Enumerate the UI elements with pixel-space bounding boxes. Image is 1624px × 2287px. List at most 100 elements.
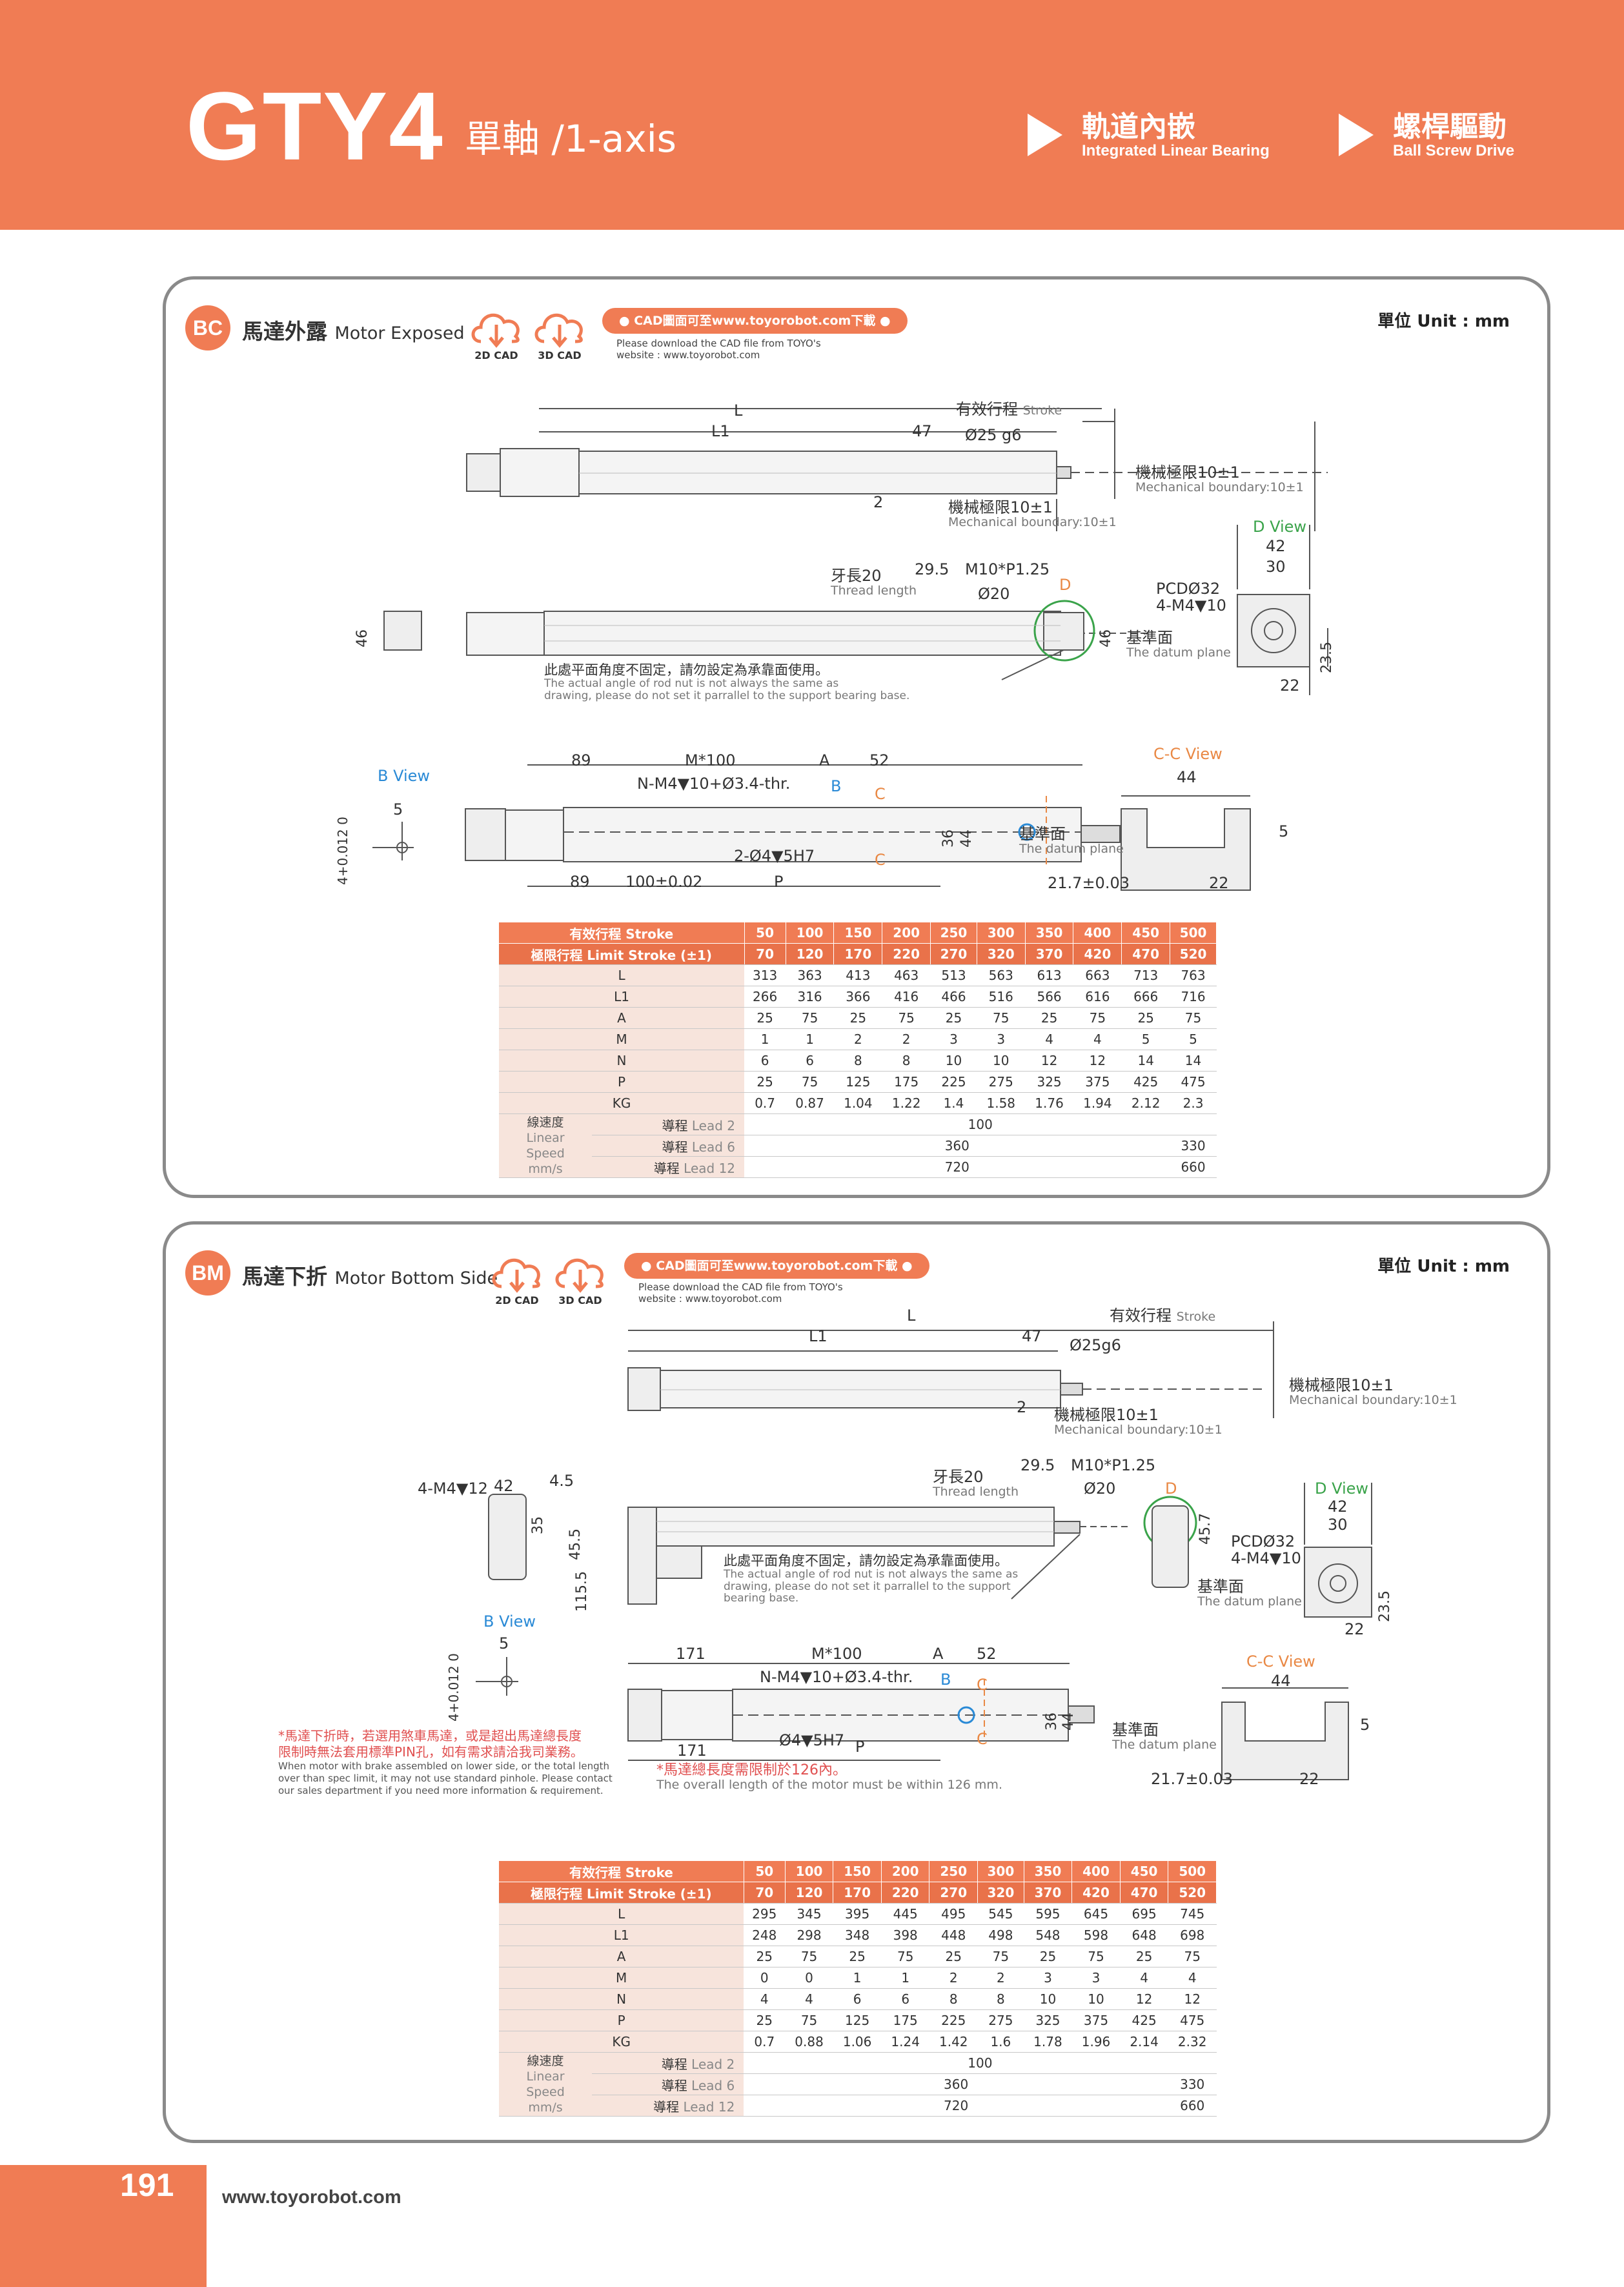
title-zh: 馬達外露 (242, 319, 327, 344)
stroke-cell: 100 (785, 1861, 834, 1882)
table-cell: 175 (881, 2009, 929, 2031)
dim-30: 30 (1266, 558, 1286, 576)
feature-en: Integrated Linear Bearing (1082, 142, 1270, 159)
table-cell: 12 (1025, 1050, 1073, 1072)
table-cell: 75 (1073, 1007, 1122, 1029)
table-cell: 248 (744, 1924, 786, 1946)
play-arrow-icon (1339, 114, 1374, 156)
table-cell: 2 (882, 1028, 931, 1050)
speed-unit: mm/s (528, 1162, 563, 1176)
dim-tolerance: 4+0.012 0 (335, 817, 350, 885)
row-label: M (499, 1967, 744, 1989)
cad-download-link[interactable]: ● CAD圖面可至www.toyorobot.com下載 ● (624, 1253, 929, 1279)
table-cell: 1.96 (1071, 2031, 1121, 2053)
table-cell: 0.87 (786, 1092, 834, 1114)
table-cell: 498 (977, 1924, 1024, 1946)
label-D: D (1059, 576, 1071, 594)
table-cell: 363 (786, 964, 834, 986)
table-cell: 366 (833, 986, 882, 1008)
dim-100: 100±0.02 (625, 873, 703, 891)
cad-download-link[interactable]: ● CAD圖面可至www.toyorobot.com下載 ● (602, 308, 908, 334)
dim-rod: Ø25 g6 (965, 426, 1022, 444)
table-cell: 663 (1073, 964, 1122, 986)
motor-length-note: *馬達總長度需限制於126內。The overall length of the… (656, 1762, 1002, 1793)
table-cell: 698 (1168, 1924, 1217, 1946)
table-cell: 4 (1025, 1028, 1073, 1050)
stroke-cell: 300 (977, 1861, 1024, 1882)
dim-pcd: PCDØ32 (1231, 1532, 1295, 1550)
table-cell: 225 (929, 2009, 978, 2031)
table-cell: 316 (786, 986, 834, 1008)
dim-m4-12: 4-M4▼12 (418, 1479, 488, 1498)
table-cell: 75 (785, 1946, 833, 1967)
cad-note-line: website : www.toyorobot.com (616, 349, 760, 361)
table-cell: 716 (1170, 986, 1217, 1008)
table-cell: 325 (1024, 2009, 1072, 2031)
dim-29-5: 29.5 (915, 560, 949, 578)
dim-45-5: 45.5 (567, 1529, 584, 1560)
angle-note: 此處平面角度不固定，請勿設定為承靠面使用。The actual angle of… (724, 1553, 1019, 1605)
dim-23-5: 23.5 (1377, 1591, 1393, 1622)
stroke-cell: 200 (882, 922, 931, 944)
cad-2d-button[interactable]: 2D CAD (468, 305, 525, 361)
cad-3d-button[interactable]: 3D CAD (552, 1250, 609, 1306)
dim-nm4: N-M4▼10+Ø3.4-thr. (637, 775, 791, 793)
limit-cell: 170 (833, 1882, 882, 1904)
table-cell: 425 (1120, 2009, 1168, 2031)
table-cell: 125 (833, 1071, 882, 1093)
dim-d20: Ø20 (1084, 1479, 1116, 1498)
table-cell: 6 (744, 1050, 786, 1072)
speed-label-en: Speed (526, 2085, 565, 2099)
speed-unit: mm/s (528, 2100, 563, 2115)
label-C-bottom: C (875, 851, 886, 869)
table-cell: 25 (744, 1007, 786, 1029)
table-cell: 466 (930, 986, 977, 1008)
limit-cell: 170 (833, 943, 883, 965)
row-label: L (499, 964, 745, 986)
play-arrow-icon (1028, 114, 1062, 156)
table-cell: 598 (1071, 1924, 1121, 1946)
dim-36: 36 (1044, 1713, 1060, 1731)
table-cell: 5 (1121, 1028, 1170, 1050)
section-badge: BC (185, 305, 230, 351)
table-cell: 10 (930, 1050, 977, 1072)
table-cell: 75 (1168, 1946, 1217, 1967)
dim-47: 47 (1022, 1327, 1042, 1345)
table-cell: 325 (1025, 1071, 1073, 1093)
table-cell: 4 (785, 1988, 833, 2010)
table-cell: 25 (833, 1946, 882, 1967)
cad-2d-button[interactable]: 2D CAD (489, 1250, 545, 1306)
table-cell: 8 (882, 1050, 931, 1072)
axis-label: 單軸 /1-axis (465, 117, 677, 161)
dim-m100: M*100 (685, 751, 736, 769)
row-label: N (499, 1050, 745, 1072)
table-cell: 0 (744, 1967, 786, 1989)
limit-cell: 370 (1025, 943, 1074, 965)
table-header-stroke: 有效行程 Stroke (499, 922, 745, 944)
row-label: A (499, 1007, 745, 1029)
dim-171-bottom: 171 (677, 1742, 707, 1760)
cad-3d-button[interactable]: 3D CAD (531, 305, 588, 361)
table-cell: 0.7 (744, 2031, 786, 2053)
dim-tolerance: 4+0.012 0 (446, 1653, 462, 1722)
table-cell: 275 (977, 1071, 1026, 1093)
table-cell: 395 (833, 1903, 882, 1925)
bm-technical-drawing (476, 1321, 1372, 1780)
row-label: KG (499, 2031, 744, 2053)
table-cell: 745 (1168, 1903, 1217, 1925)
table-cell: 645 (1071, 1903, 1121, 1925)
table-cell: 348 (833, 1924, 882, 1946)
angle-note: 此處平面角度不固定，請勿設定為承靠面使用。The actual angle of… (544, 662, 910, 702)
website-link[interactable]: www.toyorobot.com (222, 2187, 401, 2208)
table-cell: 25 (1024, 1946, 1072, 1967)
table-cell: 463 (882, 964, 931, 986)
table-cell: 1 (744, 1028, 786, 1050)
table-header-stroke: 有效行程 Stroke (499, 1861, 744, 1882)
